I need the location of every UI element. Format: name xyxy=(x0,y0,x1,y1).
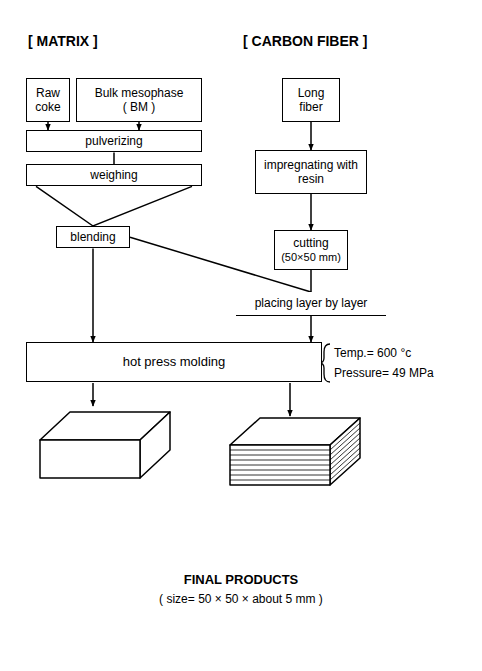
layer-line xyxy=(230,460,330,461)
layer-line xyxy=(330,438,360,465)
flow-connector xyxy=(310,270,312,292)
node-text: pulverizing xyxy=(85,134,142,148)
laminated-product xyxy=(230,418,360,485)
process-box: blending xyxy=(56,226,130,248)
flow-connector xyxy=(113,152,115,164)
flow-connector xyxy=(92,248,94,342)
layer-line xyxy=(230,480,330,481)
layer-line xyxy=(330,423,360,450)
node-text: Bulk mesophase ( BM ) xyxy=(93,86,185,115)
block-product xyxy=(40,412,170,478)
layer-line xyxy=(230,455,330,456)
layer-line xyxy=(330,448,360,475)
node-text: Long fiber xyxy=(287,86,335,115)
node-text: cutting xyxy=(293,236,328,250)
flow-connector xyxy=(310,316,312,342)
layer-line xyxy=(230,465,330,466)
layer-line xyxy=(330,443,360,470)
layer-line xyxy=(330,433,360,460)
process-step: placing layer by layer xyxy=(236,292,386,316)
node-text: Raw coke xyxy=(31,86,65,115)
layer-line xyxy=(330,453,360,480)
node-text: hot press molding xyxy=(123,354,226,370)
node-text: weighing xyxy=(90,168,137,182)
node-text: blending xyxy=(70,230,115,244)
product-arrow xyxy=(289,383,291,416)
layer-line xyxy=(330,428,360,455)
flow-connector xyxy=(36,186,192,226)
node-text: impregnating with resin xyxy=(260,158,362,187)
process-box: pulverizing xyxy=(26,130,202,152)
size-note: ( size= 50 × 50 × about 5 mm ) xyxy=(159,592,323,606)
process-box: impregnating with resin xyxy=(255,150,367,194)
flow-connector xyxy=(310,122,312,150)
layer-line xyxy=(230,475,330,476)
condition-text: Temp.= 600 °c xyxy=(334,346,411,360)
flow-connector xyxy=(47,122,49,130)
column-heading: [ MATRIX ] xyxy=(28,33,98,50)
process-box: cutting(50×50 mm) xyxy=(274,230,348,270)
product-arrow xyxy=(92,383,94,406)
product-title: FINAL PRODUCTS xyxy=(184,572,299,588)
condition-text: Pressure= 49 MPa xyxy=(334,366,434,380)
column-heading: [ CARBON FIBER ] xyxy=(243,33,367,50)
flow-connector xyxy=(138,122,140,130)
layer-line xyxy=(230,470,330,471)
node-text: (50×50 mm) xyxy=(281,251,341,264)
flow-connector xyxy=(310,194,312,230)
process-box: hot press molding xyxy=(26,342,322,382)
material-box: Long fiber xyxy=(282,78,340,122)
material-box: Raw coke xyxy=(26,78,70,122)
layer-line xyxy=(230,450,330,451)
process-box: weighing xyxy=(26,164,202,186)
node-text: placing layer by layer xyxy=(255,296,368,310)
material-box: Bulk mesophase ( BM ) xyxy=(76,78,202,122)
